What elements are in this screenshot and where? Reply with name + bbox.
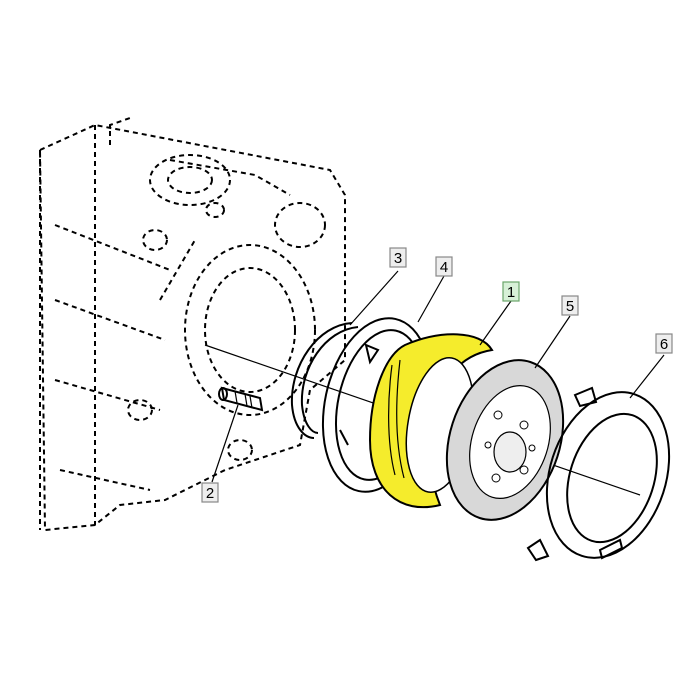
callout-label-1: 1: [507, 284, 515, 301]
pressure-plate-part-6: [526, 386, 671, 562]
callout-label-3: 3: [394, 250, 402, 267]
callout-1: 1: [502, 281, 520, 302]
callout-5: 5: [561, 295, 579, 316]
leader-lines: [211, 270, 665, 483]
callout-6: 6: [655, 333, 673, 354]
callout-label-2: 2: [206, 485, 214, 502]
friction-disc-part-5: [445, 359, 565, 521]
snap-ring-part-3: [290, 322, 359, 439]
callout-label-5: 5: [566, 298, 574, 315]
callout-label-4: 4: [440, 259, 448, 276]
callout-2: 2: [201, 482, 219, 503]
transmission-housing: [38, 117, 346, 532]
callout-4: 4: [435, 256, 453, 277]
callout-3: 3: [389, 247, 407, 268]
callout-label-6: 6: [660, 336, 668, 353]
stud-part-2: [218, 386, 264, 412]
